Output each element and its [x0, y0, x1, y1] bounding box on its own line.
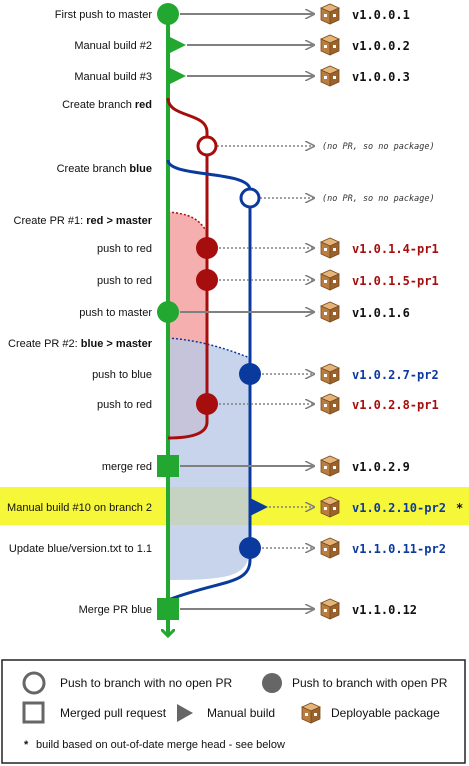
- row-label: push to master: [79, 307, 152, 319]
- manual-build-node: [168, 67, 186, 85]
- package-icon: [320, 363, 340, 385]
- package-icon: [320, 393, 340, 415]
- legend-square-label: Merged pull request: [60, 706, 167, 720]
- package-icon: [320, 598, 340, 620]
- row-label: push to red: [97, 243, 152, 255]
- row-label: Create PR #2: blue > master: [8, 338, 153, 350]
- legend-footnote: build based on out-of-date merge head - …: [36, 739, 285, 751]
- merge-blue-node: [157, 598, 179, 620]
- red-push-pr-node: [196, 393, 218, 415]
- package-icon: [320, 3, 340, 25]
- legend-box: [1, 659, 466, 764]
- row-label: Manual build #2: [74, 40, 152, 52]
- package-icon: [320, 301, 340, 323]
- package-version: v1.0.0.1: [352, 8, 410, 22]
- row-label: Update blue/version.txt to 1.1: [9, 543, 152, 555]
- package-version: v1.0.2.10-pr2: [352, 501, 446, 515]
- no-package-note: (no PR, so no package): [322, 194, 435, 204]
- filled-circle-icon: [262, 673, 282, 693]
- merge-red-node: [157, 455, 179, 477]
- blue-push-no-pr-node: [239, 187, 261, 209]
- package-version: v1.0.1.6: [352, 306, 410, 320]
- red-push-pr-node: [196, 237, 218, 259]
- pr2-region: [168, 338, 250, 580]
- package-version: v1.1.0.11-pr2: [352, 542, 446, 556]
- package-icon: [320, 496, 340, 518]
- package-icon: [320, 34, 340, 56]
- row-label: push to red: [97, 399, 152, 411]
- row-label: Create branch blue: [57, 163, 152, 175]
- red-push-pr-node: [196, 269, 218, 291]
- row-label: Create PR #1: red > master: [14, 215, 153, 227]
- row-label: Create branch red: [62, 99, 152, 111]
- square-icon: [22, 701, 45, 724]
- package-version: v1.1.0.12: [352, 603, 417, 617]
- package-version: v1.0.1.4-pr1: [352, 242, 439, 256]
- out-of-date-star: *: [456, 501, 463, 515]
- row-label: push to red: [97, 275, 152, 287]
- legend-open-circle-label: Push to branch with no open PR: [60, 676, 232, 690]
- red-branch-line: [166, 97, 209, 440]
- blue-push-pr-node: [239, 537, 261, 559]
- legend: Push to branch with no open PR Push to b…: [1, 659, 466, 764]
- legend-package-label: Deployable package: [331, 706, 440, 720]
- master-push-node: [157, 3, 179, 25]
- package-icon: [320, 537, 340, 559]
- blue-push-pr-node: [239, 363, 261, 385]
- package-icon: [320, 455, 340, 477]
- package-icon: [301, 702, 321, 724]
- package-version: v1.0.0.3: [352, 70, 410, 84]
- open-circle-icon: [22, 671, 46, 695]
- manual-build-node: [168, 36, 186, 54]
- row-label: Manual build #3: [74, 71, 152, 83]
- row-label: push to blue: [92, 369, 152, 381]
- package-version: v1.0.2.9: [352, 460, 410, 474]
- red-push-no-pr-node: [196, 135, 218, 157]
- legend-filled-circle-label: Push to branch with open PR: [292, 676, 448, 690]
- legend-footnote-mark: *: [24, 739, 29, 751]
- legend-triangle-label: Manual build: [207, 706, 275, 720]
- package-version: v1.0.1.5-pr1: [352, 274, 439, 288]
- package-version: v1.0.2.8-pr1: [352, 398, 439, 412]
- package-version: v1.0.0.2: [352, 39, 410, 53]
- triangle-icon: [177, 704, 193, 722]
- master-push-node: [157, 301, 179, 323]
- package-icon: [320, 269, 340, 291]
- package-icon: [320, 65, 340, 87]
- row-label: merge red: [102, 461, 152, 473]
- no-package-note: (no PR, so no package): [322, 142, 435, 152]
- row-label: Merge PR blue: [79, 604, 152, 616]
- manual-build-blue-node: [250, 498, 268, 516]
- row-label: First push to master: [55, 9, 153, 21]
- package-icon: [320, 237, 340, 259]
- package-version: v1.0.2.7-pr2: [352, 368, 439, 382]
- row-label: Manual build #10 on branch 2: [7, 502, 152, 514]
